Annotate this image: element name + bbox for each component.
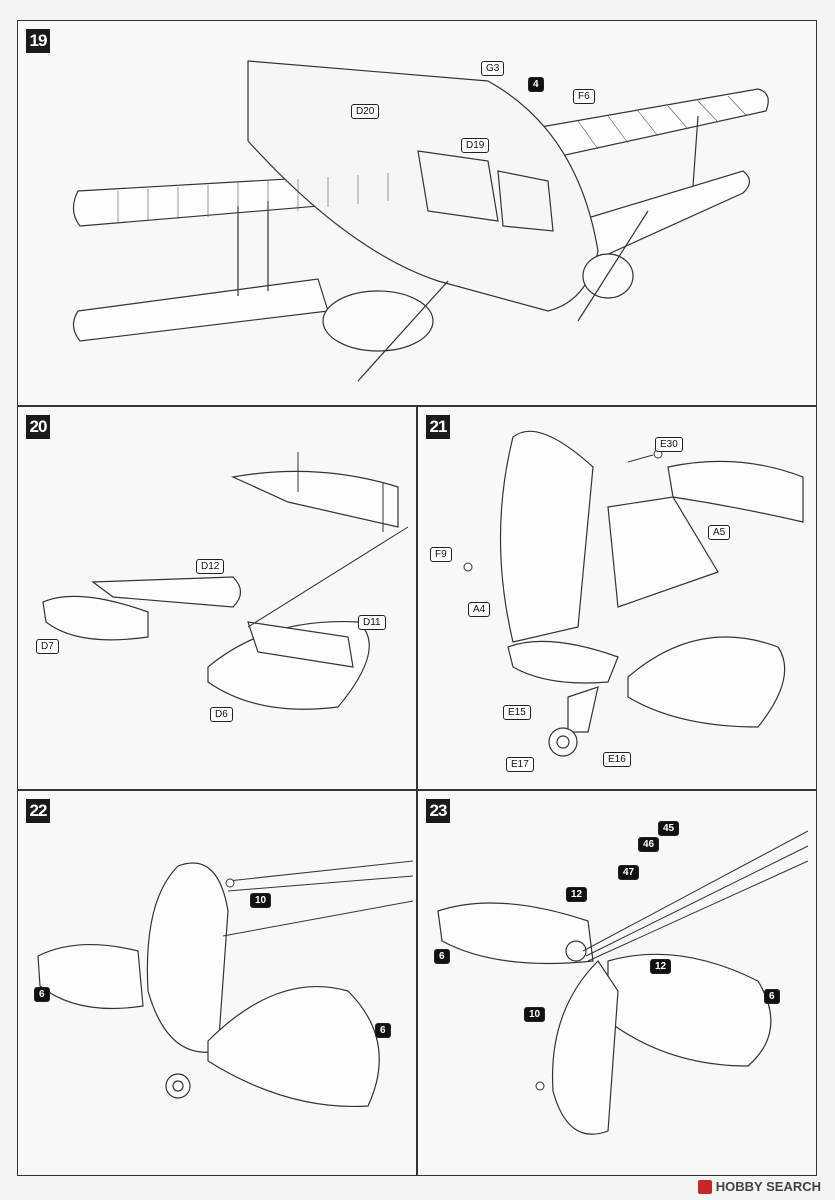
- part-callout: G3: [481, 61, 505, 76]
- brand-watermark: HOBBY SEARCH: [697, 1179, 821, 1194]
- tail-rigging-illustration: [437, 830, 809, 1135]
- part-callout: 10: [250, 893, 272, 908]
- part-callout: E15: [503, 705, 531, 720]
- part-callout: 47: [618, 865, 640, 880]
- part-callout: D12: [196, 559, 225, 574]
- part-callout: D7: [36, 639, 59, 654]
- part-callout: A5: [708, 525, 731, 540]
- step-20-panel: 20 D12 D7 D11 D6: [17, 406, 417, 790]
- part-callout: 12: [566, 887, 588, 902]
- part-callout: F6: [573, 89, 595, 104]
- part-callout: D19: [461, 138, 490, 153]
- part-callout: 46: [638, 837, 660, 852]
- step-22-panel: 22 10 6 6: [17, 790, 417, 1176]
- part-callout: A4: [468, 602, 491, 617]
- step-23-panel: 23 45 46 47 12 6 12 10 6: [417, 790, 817, 1176]
- part-callout: D20: [351, 104, 380, 119]
- part-callout: 6: [434, 949, 450, 964]
- aircraft-illustration: [72, 60, 769, 382]
- step-number: 23: [426, 799, 450, 823]
- brand-logo-icon: [697, 1179, 712, 1194]
- part-callout: F9: [430, 547, 452, 562]
- part-callout: E16: [603, 752, 631, 767]
- tail-rigging-illustration: [37, 860, 414, 1108]
- part-callout: 6: [764, 989, 780, 1004]
- step-number: 22: [26, 799, 50, 823]
- step-19-panel: 19: [17, 20, 817, 406]
- brand-name: HOBBY SEARCH: [715, 1179, 821, 1194]
- step-number: 19: [26, 29, 50, 53]
- part-callout: 6: [375, 1023, 391, 1038]
- part-callout: 12: [650, 959, 672, 974]
- tail-assembly-illustration: [463, 430, 804, 757]
- part-callout: 4: [528, 77, 544, 92]
- part-callout: E30: [655, 437, 683, 452]
- part-callout: 45: [658, 821, 680, 836]
- step-21-panel: 21 E30 A5 F9 A4 E15 E17 E16: [417, 406, 817, 790]
- part-callout: 6: [34, 987, 50, 1002]
- step-number: 20: [26, 415, 50, 439]
- part-callout: D6: [210, 707, 233, 722]
- part-callout: E17: [506, 757, 534, 772]
- part-callout: D11: [358, 615, 386, 630]
- tail-assembly-illustration: [42, 452, 409, 710]
- step-number: 21: [426, 415, 450, 439]
- part-callout: 10: [524, 1007, 546, 1022]
